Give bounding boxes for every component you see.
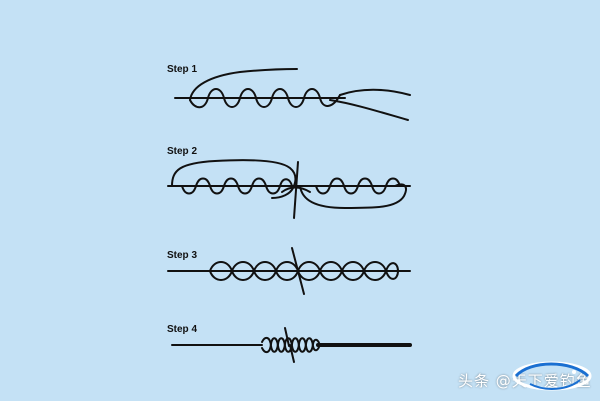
step-2-left-loop bbox=[171, 159, 297, 199]
step-1-tag-end bbox=[189, 68, 298, 101]
step-1-label: Step 1 bbox=[167, 64, 198, 75]
step-1-knot bbox=[174, 68, 411, 121]
step-2-center-twist bbox=[281, 186, 311, 193]
step-2-right-loop bbox=[299, 183, 407, 209]
step-1-splay-lower bbox=[329, 99, 409, 121]
step-4-tag-down bbox=[289, 344, 295, 363]
step-3-label: Step 3 bbox=[167, 250, 198, 261]
step-4-tag-up bbox=[284, 327, 290, 347]
step-1-splay-upper bbox=[339, 88, 411, 96]
fish-logo-icon bbox=[512, 361, 592, 391]
step-2-knot bbox=[167, 159, 411, 219]
step-3-knot bbox=[167, 247, 411, 295]
step-4-knot-wraps-2 bbox=[261, 337, 321, 354]
step-2-label: Step 2 bbox=[167, 146, 198, 157]
step-2-right-wraps bbox=[315, 177, 401, 195]
watermark-logo bbox=[510, 352, 594, 396]
watermark-text: 头条 @天下爱钓鱼 bbox=[458, 372, 592, 390]
step-3-cross-strand bbox=[291, 247, 305, 295]
step-2-cross-strand bbox=[293, 161, 299, 219]
step-1-wraps bbox=[189, 88, 341, 109]
step-4-label: Step 4 bbox=[167, 324, 198, 335]
step-3-wraps-b bbox=[209, 261, 399, 281]
step-2-left-wraps bbox=[181, 177, 293, 195]
step-4-knot bbox=[171, 327, 412, 363]
step-3-wraps-a bbox=[209, 261, 399, 281]
